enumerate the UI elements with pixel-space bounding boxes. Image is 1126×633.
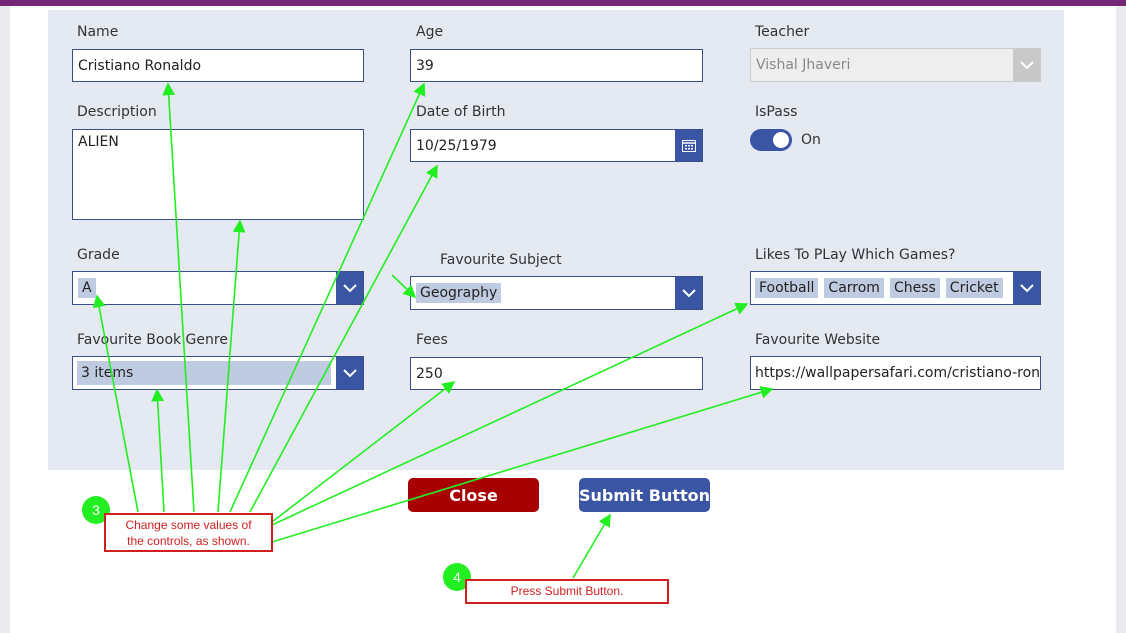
dob-date-picker[interactable]: 10/25/1979 (410, 129, 703, 162)
submit-button[interactable]: Submit Button (579, 478, 710, 512)
fees-value: 250 (416, 365, 443, 382)
ispass-label: IsPass (755, 104, 798, 120)
games-combobox[interactable]: Football Carrom Chess Cricket (750, 271, 1041, 305)
teacher-dropdown: Vishal Jhaveri (750, 48, 1041, 82)
fees-input[interactable]: 250 (410, 357, 703, 390)
toggle-knob (773, 132, 789, 148)
subject-chevron-down-icon[interactable] (675, 277, 702, 309)
genre-chevron-down-icon[interactable] (336, 357, 363, 389)
ispass-state: On (801, 132, 821, 148)
step-3-callout: Change some values of the controls, as s… (104, 513, 273, 552)
fees-label: Fees (416, 332, 448, 348)
website-label: Favourite Website (755, 332, 881, 348)
left-gutter (0, 6, 10, 633)
description-textarea[interactable]: ALIEN (72, 129, 364, 220)
close-button[interactable]: Close (408, 478, 539, 512)
age-value: 39 (416, 57, 434, 74)
games-chevron-down-icon[interactable] (1013, 272, 1040, 304)
grade-dropdown[interactable]: A (72, 271, 364, 305)
subject-value: Geography (416, 283, 502, 303)
games-chip: Carrom (824, 278, 884, 298)
right-gutter (1116, 6, 1126, 633)
name-input[interactable]: Cristiano Ronaldo (72, 49, 364, 82)
name-label: Name (77, 24, 119, 40)
grade-value: A (78, 278, 96, 298)
name-value: Cristiano Ronaldo (78, 57, 202, 74)
games-chip: Chess (889, 278, 940, 298)
subject-dropdown[interactable]: Geography (410, 276, 703, 310)
ispass-toggle[interactable] (750, 129, 792, 151)
teacher-chevron-down-icon (1013, 49, 1040, 81)
step-3-line-2: the controls, as shown. (127, 534, 250, 548)
teacher-label: Teacher (755, 24, 810, 40)
calendar-icon[interactable] (675, 130, 702, 161)
grade-label: Grade (77, 247, 120, 263)
website-input[interactable]: https://wallpapersafari.com/cristiano-ro… (750, 356, 1041, 390)
app-top-bar (0, 0, 1126, 6)
genre-value: 3 items (77, 361, 331, 385)
games-label: Likes To PLay Which Games? (755, 247, 956, 263)
teacher-value: Vishal Jhaveri (756, 57, 851, 73)
description-label: Description (77, 104, 157, 120)
website-value: https://wallpapersafari.com/cristiano-ro… (755, 365, 1041, 381)
age-label: Age (416, 24, 444, 40)
games-chip: Football (755, 278, 819, 298)
subject-label: Favourite Subject (440, 252, 562, 268)
grade-chevron-down-icon[interactable] (336, 272, 363, 304)
age-input[interactable]: 39 (410, 49, 703, 82)
genre-label: Favourite Book Genre (77, 332, 228, 348)
dob-value: 10/25/1979 (416, 137, 497, 154)
step-4-callout: Press Submit Button. (465, 579, 669, 604)
genre-combobox[interactable]: 3 items (72, 356, 364, 390)
games-chip: Cricket (945, 278, 1003, 298)
dob-label: Date of Birth (416, 104, 506, 120)
step-3-line-1: Change some values of (125, 518, 252, 532)
description-value: ALIEN (78, 134, 119, 150)
